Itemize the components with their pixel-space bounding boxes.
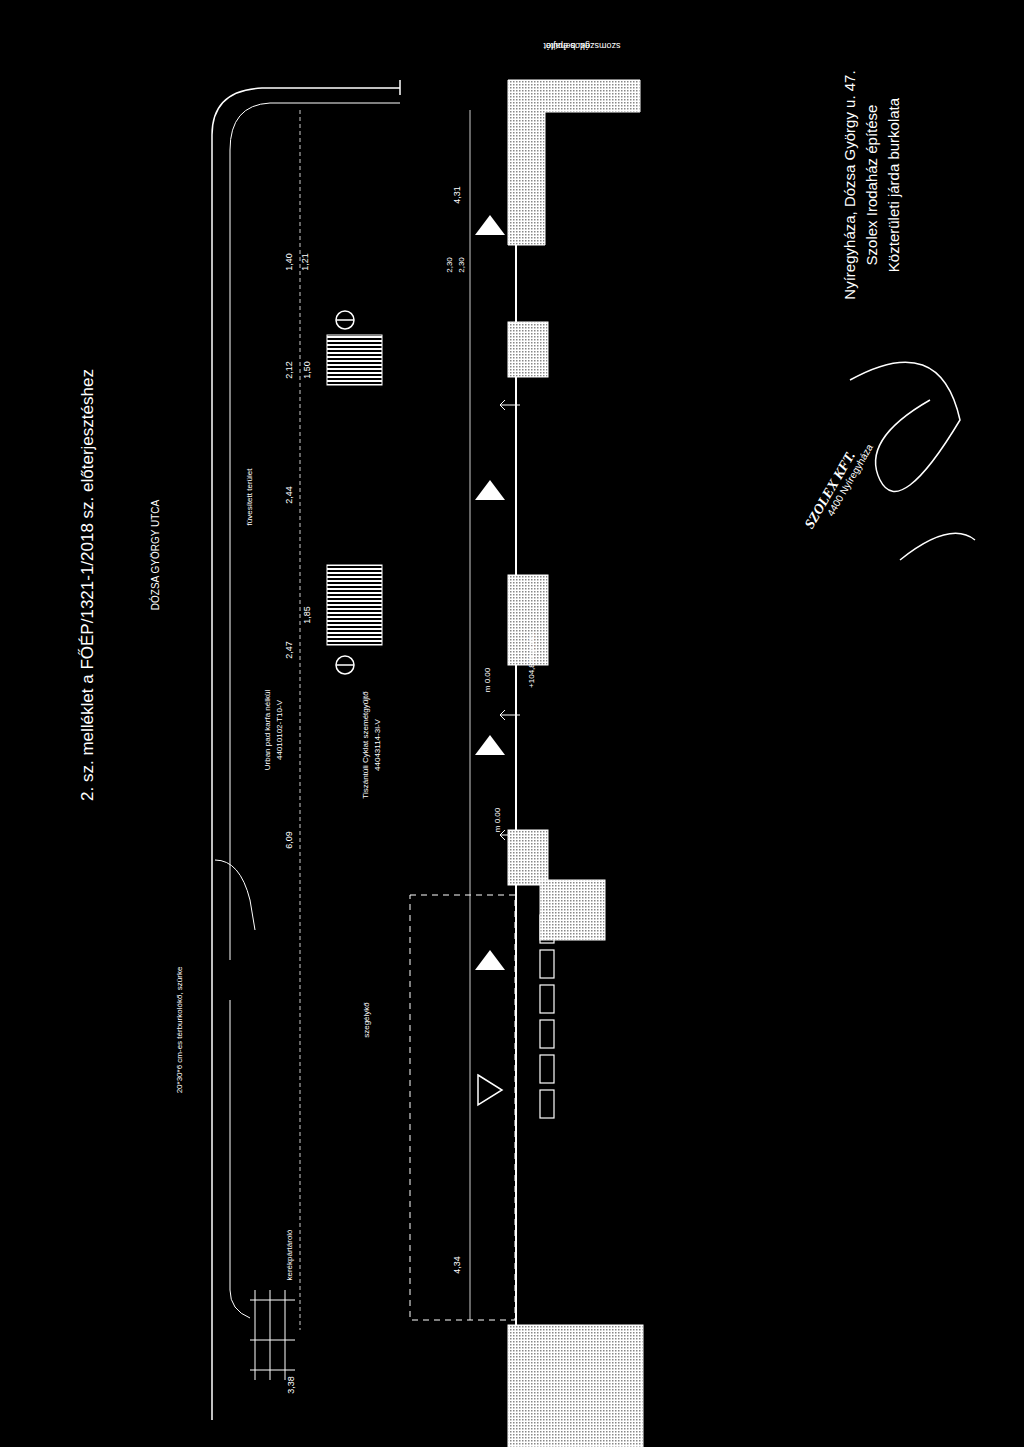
bike-stand	[250, 1290, 295, 1380]
dimension-line	[470, 110, 471, 1320]
project-info: Nyíregyháza, Dózsa György u. 47.	[842, 70, 859, 299]
dimension: 2,30	[446, 257, 455, 273]
dimension: 3,38	[287, 1376, 297, 1394]
street-name: DÓZSA GYÖRGY UTCA	[150, 500, 161, 610]
part-name: szegélykő	[363, 1002, 372, 1038]
level-mark: m 0.00	[484, 668, 493, 692]
signature	[900, 533, 975, 560]
neighbour-note: gk. behajtó	[546, 40, 590, 50]
heading: 2. sz. melléklet a FŐÉP/1321-1/2018 sz. …	[79, 369, 98, 801]
entry-arrow	[478, 1075, 502, 1105]
facade-line	[515, 95, 517, 1325]
level-mark: +104,896 portál	[528, 632, 537, 688]
arrow-mark	[500, 400, 520, 410]
part-code: 44010102-T10-V	[276, 700, 285, 760]
signature	[850, 362, 960, 491]
part-name: Urban pad karfa nélkül	[264, 690, 273, 771]
entrance-area	[410, 895, 515, 1320]
part-name: kerékpártároló	[286, 1229, 295, 1280]
level-mark: m 0.00	[494, 808, 503, 832]
building-wall	[508, 80, 643, 1447]
dimension: 2,30	[458, 257, 467, 273]
dimension-line	[300, 110, 301, 1330]
waste-bin	[336, 311, 354, 329]
curb-corner	[215, 860, 255, 930]
dimension: 1,50	[303, 361, 313, 379]
dimension: 2,44	[285, 486, 295, 504]
dimension: 2,12	[285, 361, 295, 379]
dimension: 4,34	[453, 1256, 463, 1274]
waste-bin	[336, 656, 354, 674]
project-info: Közterületi járda burkolata	[886, 98, 903, 272]
dimension: 4,31	[453, 186, 463, 204]
arrow-mark	[500, 710, 520, 720]
plan-lines	[212, 80, 554, 1420]
curb-line	[230, 1000, 250, 1318]
bench	[327, 335, 382, 645]
area-note: füvesített terület	[246, 469, 255, 526]
dimension: 1,85	[303, 606, 313, 624]
waste-bin	[336, 319, 354, 321]
curb-line	[230, 103, 400, 960]
street-edge	[212, 88, 400, 1420]
dimension: 1,21	[301, 253, 311, 271]
access-symbol	[475, 215, 505, 970]
paving-note: 20*30*6 cm-es térburkolókő, szürke	[176, 967, 185, 1094]
waste-bin	[336, 664, 354, 666]
part-name: Tiszántúli Cyklat szemétgyűjtő	[362, 691, 371, 798]
dimension: 1,40	[285, 253, 295, 271]
project-info: Szolex Irodaház építése	[864, 105, 881, 266]
dimension: 6,09	[285, 831, 295, 849]
column-marks	[540, 915, 554, 1118]
part-code: 44043114-3l-V	[374, 719, 383, 771]
dimension: 2,47	[285, 641, 295, 659]
tick	[399, 80, 401, 95]
